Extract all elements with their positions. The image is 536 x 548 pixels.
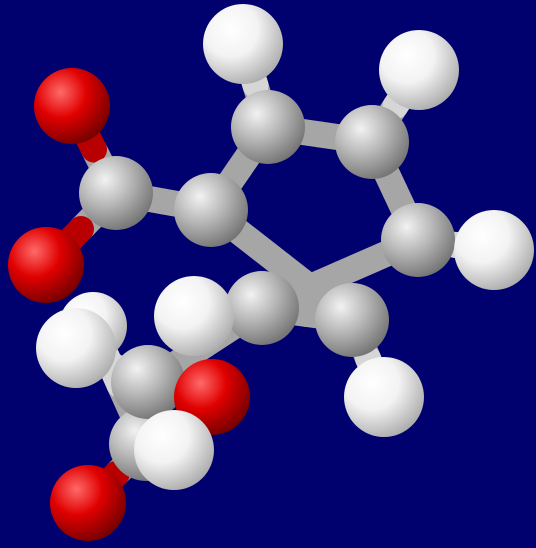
carbon-atom-c1 xyxy=(231,90,305,164)
oxygen-atom-o4 xyxy=(50,465,126,541)
oxygen-atom-o2 xyxy=(8,227,84,303)
hydrogen-atom-h4 xyxy=(36,308,116,388)
hydrogen-atom-h6 xyxy=(344,357,424,437)
hydrogen-atom-h1 xyxy=(203,4,283,84)
carbon-atom-c2 xyxy=(335,105,409,179)
oxygen-atom-o1 xyxy=(34,68,110,144)
carbon-atom-c4 xyxy=(225,271,299,345)
atom-layer xyxy=(8,4,534,541)
carbon-atom-c5 xyxy=(315,283,389,357)
hydrogen-atom-h5 xyxy=(454,210,534,290)
hydrogen-atom-h8 xyxy=(134,410,214,490)
carbon-atom-c6 xyxy=(174,173,248,247)
carbon-atom-c7 xyxy=(79,156,153,230)
carbon-atom-c8 xyxy=(111,345,185,419)
hydrogen-atom-h2 xyxy=(379,30,459,110)
hydrogen-atom-h3 xyxy=(154,276,234,356)
carbon-atom-c3 xyxy=(381,203,455,277)
